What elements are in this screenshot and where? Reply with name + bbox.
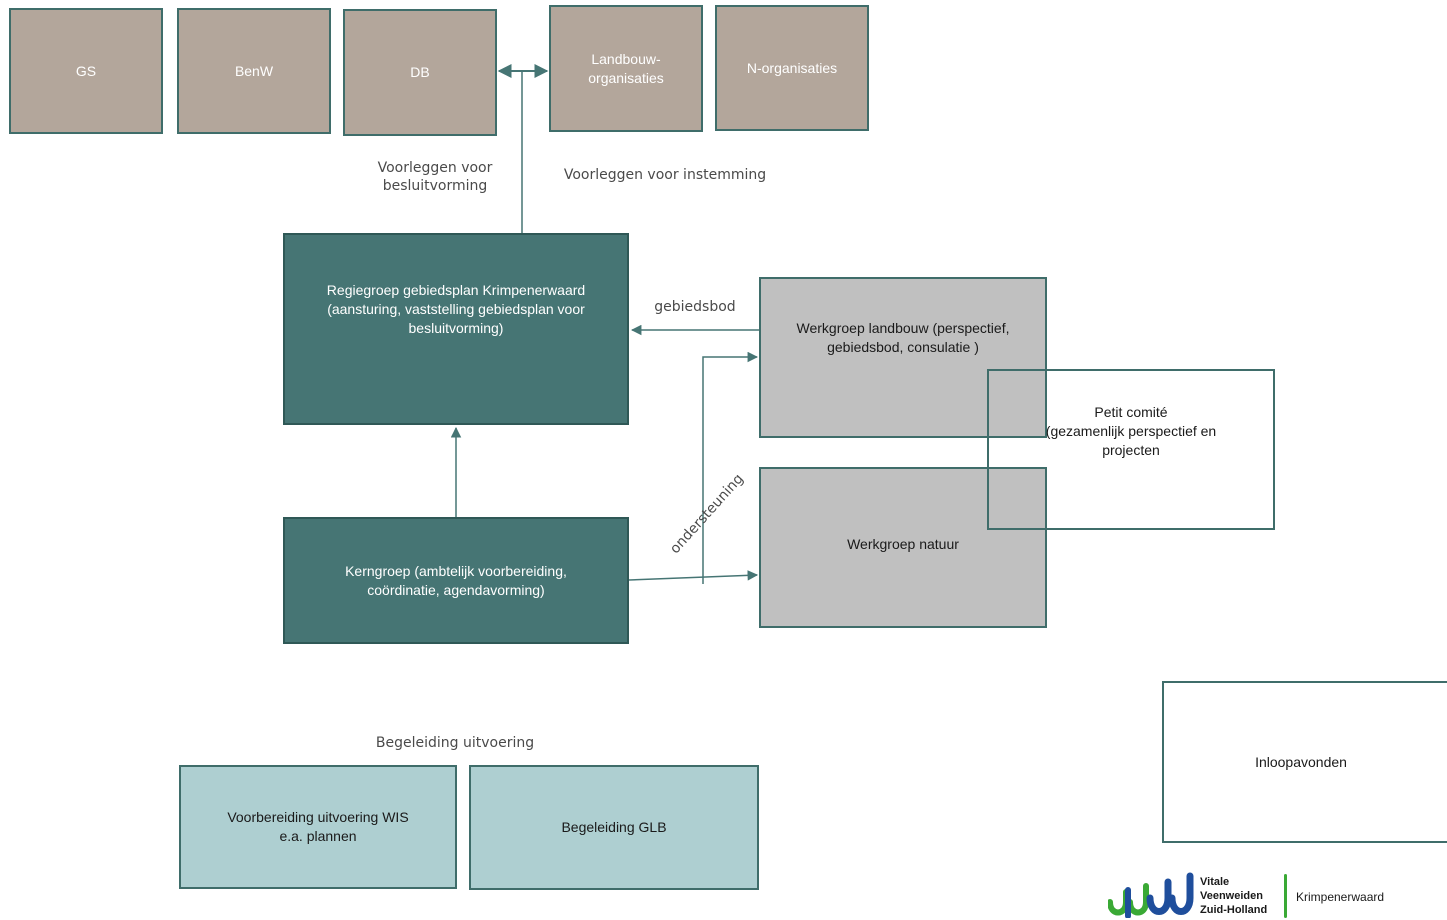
box-n-organisaties: N-organisaties	[715, 5, 869, 131]
box-inloopavonden-label: Inloopavonden	[1255, 753, 1347, 770]
box-begeleiding-glb-label: Begeleiding GLB	[561, 819, 667, 835]
label-voorleggen-instemming: Voorleggen voor instemming	[563, 167, 767, 183]
box-inloopavonden: Inloopavonden	[1162, 681, 1447, 843]
logo-partner: Krimpenerwaard	[1296, 890, 1385, 904]
logo-line2: Veenweiden	[1200, 890, 1263, 902]
label-voorleggen-besluitvorming: Voorleggen voor besluitvorming	[377, 160, 493, 194]
logo-line1: Vitale	[1200, 876, 1230, 888]
arrow-kerngroep-natuur	[628, 570, 759, 581]
box-petit-comite: Petit comité (gezamenlijk perspectief en…	[987, 369, 1275, 530]
logo: Vitale Veenweiden Zuid-Holland Krimpener…	[1108, 872, 1408, 920]
box-voorbereiding-wis-label: Voorbereiding uitvoering WIS e.a. planne…	[227, 809, 409, 844]
box-landbouw-organisaties-label: Landbouw- organisaties	[588, 50, 664, 86]
box-landbouw-organisaties: Landbouw- organisaties	[549, 5, 703, 132]
label-begeleiding-uitvoering: Begeleiding uitvoering	[375, 735, 535, 751]
box-benw-label: BenW	[234, 62, 274, 79]
arrow-ondersteuning	[702, 351, 759, 584]
box-kerngroep: Kerngroep (ambtelijk voorbereiding, coör…	[283, 517, 629, 644]
logo-mark-icon	[1108, 872, 1194, 918]
logo-line3: Zuid-Holland	[1200, 904, 1268, 916]
box-werkgroep-natuur: Werkgroep natuur	[759, 467, 1047, 628]
box-gs-label: GS	[75, 62, 97, 79]
box-regiegroep-label: Regiegroep gebiedsplan Krimpenerwaard (a…	[326, 281, 586, 336]
box-db: DB	[343, 9, 497, 136]
box-werkgroep-landbouw-label: Werkgroep landbouw (perspectief, gebieds…	[796, 319, 1010, 355]
box-begeleiding-glb: Begeleiding GLB	[469, 765, 759, 890]
box-kerngroep-label: Kerngroep (ambtelijk voorbereiding, coör…	[345, 562, 567, 598]
box-n-organisaties-label: N-organisaties	[746, 59, 838, 76]
box-regiegroep: Regiegroep gebiedsplan Krimpenerwaard (a…	[283, 233, 629, 425]
label-gebiedsbod: gebiedsbod	[654, 299, 736, 315]
box-werkgroep-natuur-label: Werkgroep natuur	[847, 536, 959, 552]
box-werkgroep-landbouw: Werkgroep landbouw (perspectief, gebieds…	[759, 277, 1047, 438]
box-benw: BenW	[177, 8, 331, 134]
box-petit-comite-label: Petit comité (gezamenlijk perspectief en…	[1045, 404, 1217, 458]
box-gs: GS	[9, 8, 163, 134]
box-voorbereiding-wis: Voorbereiding uitvoering WIS e.a. planne…	[179, 765, 457, 889]
box-db-label: DB	[410, 64, 430, 80]
logo-divider	[1284, 874, 1287, 918]
